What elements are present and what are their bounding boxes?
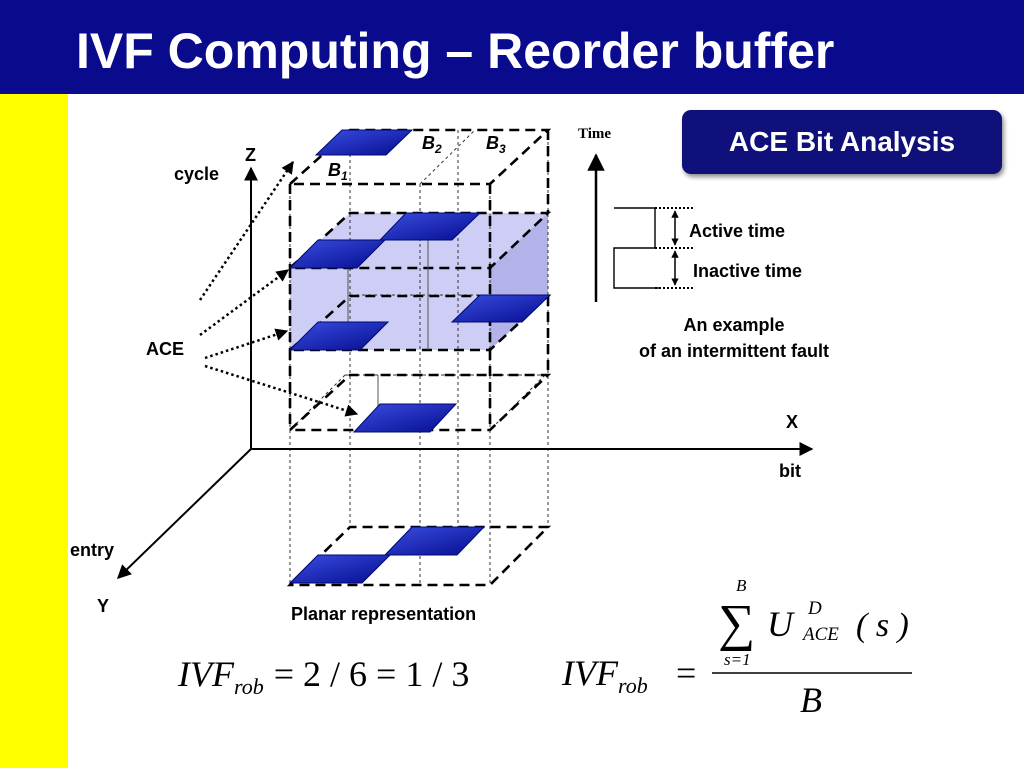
bit-label: bit (779, 461, 801, 481)
y-axis (116, 448, 252, 579)
cycle-label: cycle (174, 164, 219, 184)
sigma-upper-limit: B (736, 576, 747, 595)
tile-planar-left (288, 554, 392, 584)
b2-subscript: 2 (434, 142, 442, 156)
tile-layer3-right (450, 294, 552, 323)
ivf-right-sub: rob (618, 673, 648, 698)
planar-representation-label: Planar representation (291, 604, 476, 624)
ace-pointers (198, 160, 359, 417)
formula-left: IVFrob = 2 / 6 = 1 / 3 (177, 654, 469, 699)
formula-equals: = (676, 653, 696, 693)
b3-subscript: 3 (499, 142, 506, 156)
b1-label: B (328, 160, 341, 180)
b1-subscript: 1 (341, 169, 348, 183)
ivf-right: IVF (561, 653, 619, 693)
ivf-left: IVF (177, 654, 235, 694)
caption-line-1: An example (683, 315, 784, 335)
denominator: B (800, 680, 822, 720)
x-axis-label: X (786, 412, 798, 432)
ace-tiles (288, 129, 552, 584)
box-thin-edges (289, 129, 549, 585)
caption-line-2: of an intermittent fault (639, 341, 829, 361)
sigma-lower-limit: s=1 (724, 650, 751, 669)
box-layer-outlines (286, 128, 552, 587)
svg-text:B3: B3 (486, 133, 506, 156)
slide-title: IVF Computing – Reorder buffer (76, 23, 835, 79)
inactive-time-label: Inactive time (693, 261, 802, 281)
tile-planar-right (383, 526, 486, 556)
ace-bit-analysis-label: ACE Bit Analysis (728, 126, 956, 157)
ace-label: ACE (146, 339, 184, 359)
svg-text:B2: B2 (422, 133, 442, 156)
timing-diagram (587, 153, 695, 302)
svg-text:B1: B1 (328, 160, 348, 183)
entry-label: entry (70, 540, 114, 560)
axes (116, 166, 814, 579)
z-axis-label: Z (245, 145, 256, 165)
u-argument: ( s ) (856, 607, 909, 644)
ace-bit-analysis-box: ACE Bit Analysis (682, 110, 1002, 174)
u-symbol: U (767, 604, 795, 644)
tile-layer4 (352, 403, 458, 433)
svg-text:IVFrob: IVFrob (561, 653, 648, 698)
b3-label: B (486, 133, 499, 153)
time-label: Time (578, 126, 611, 142)
active-time-label: Active time (689, 221, 785, 241)
left-accent-bar (0, 94, 68, 768)
fault-waveform (613, 207, 660, 289)
u-superscript: D (807, 598, 822, 619)
b2-label: B (422, 133, 435, 153)
tile-top-b1 (314, 129, 414, 156)
u-subscript: ACE (801, 624, 839, 645)
tile-layer2-mid (378, 212, 482, 241)
ivf-left-rhs: = 2 / 6 = 1 / 3 (274, 654, 470, 694)
sigma-symbol: ∑ (718, 595, 755, 652)
ivf-left-sub: rob (234, 674, 264, 699)
title-bar: IVF Computing – Reorder buffer (0, 0, 1024, 94)
formula-right: IVFrob = B ∑ s=1 U D ACE ( s ) B (561, 576, 909, 720)
y-axis-label: Y (97, 596, 109, 616)
tile-layer3-left (288, 321, 390, 351)
